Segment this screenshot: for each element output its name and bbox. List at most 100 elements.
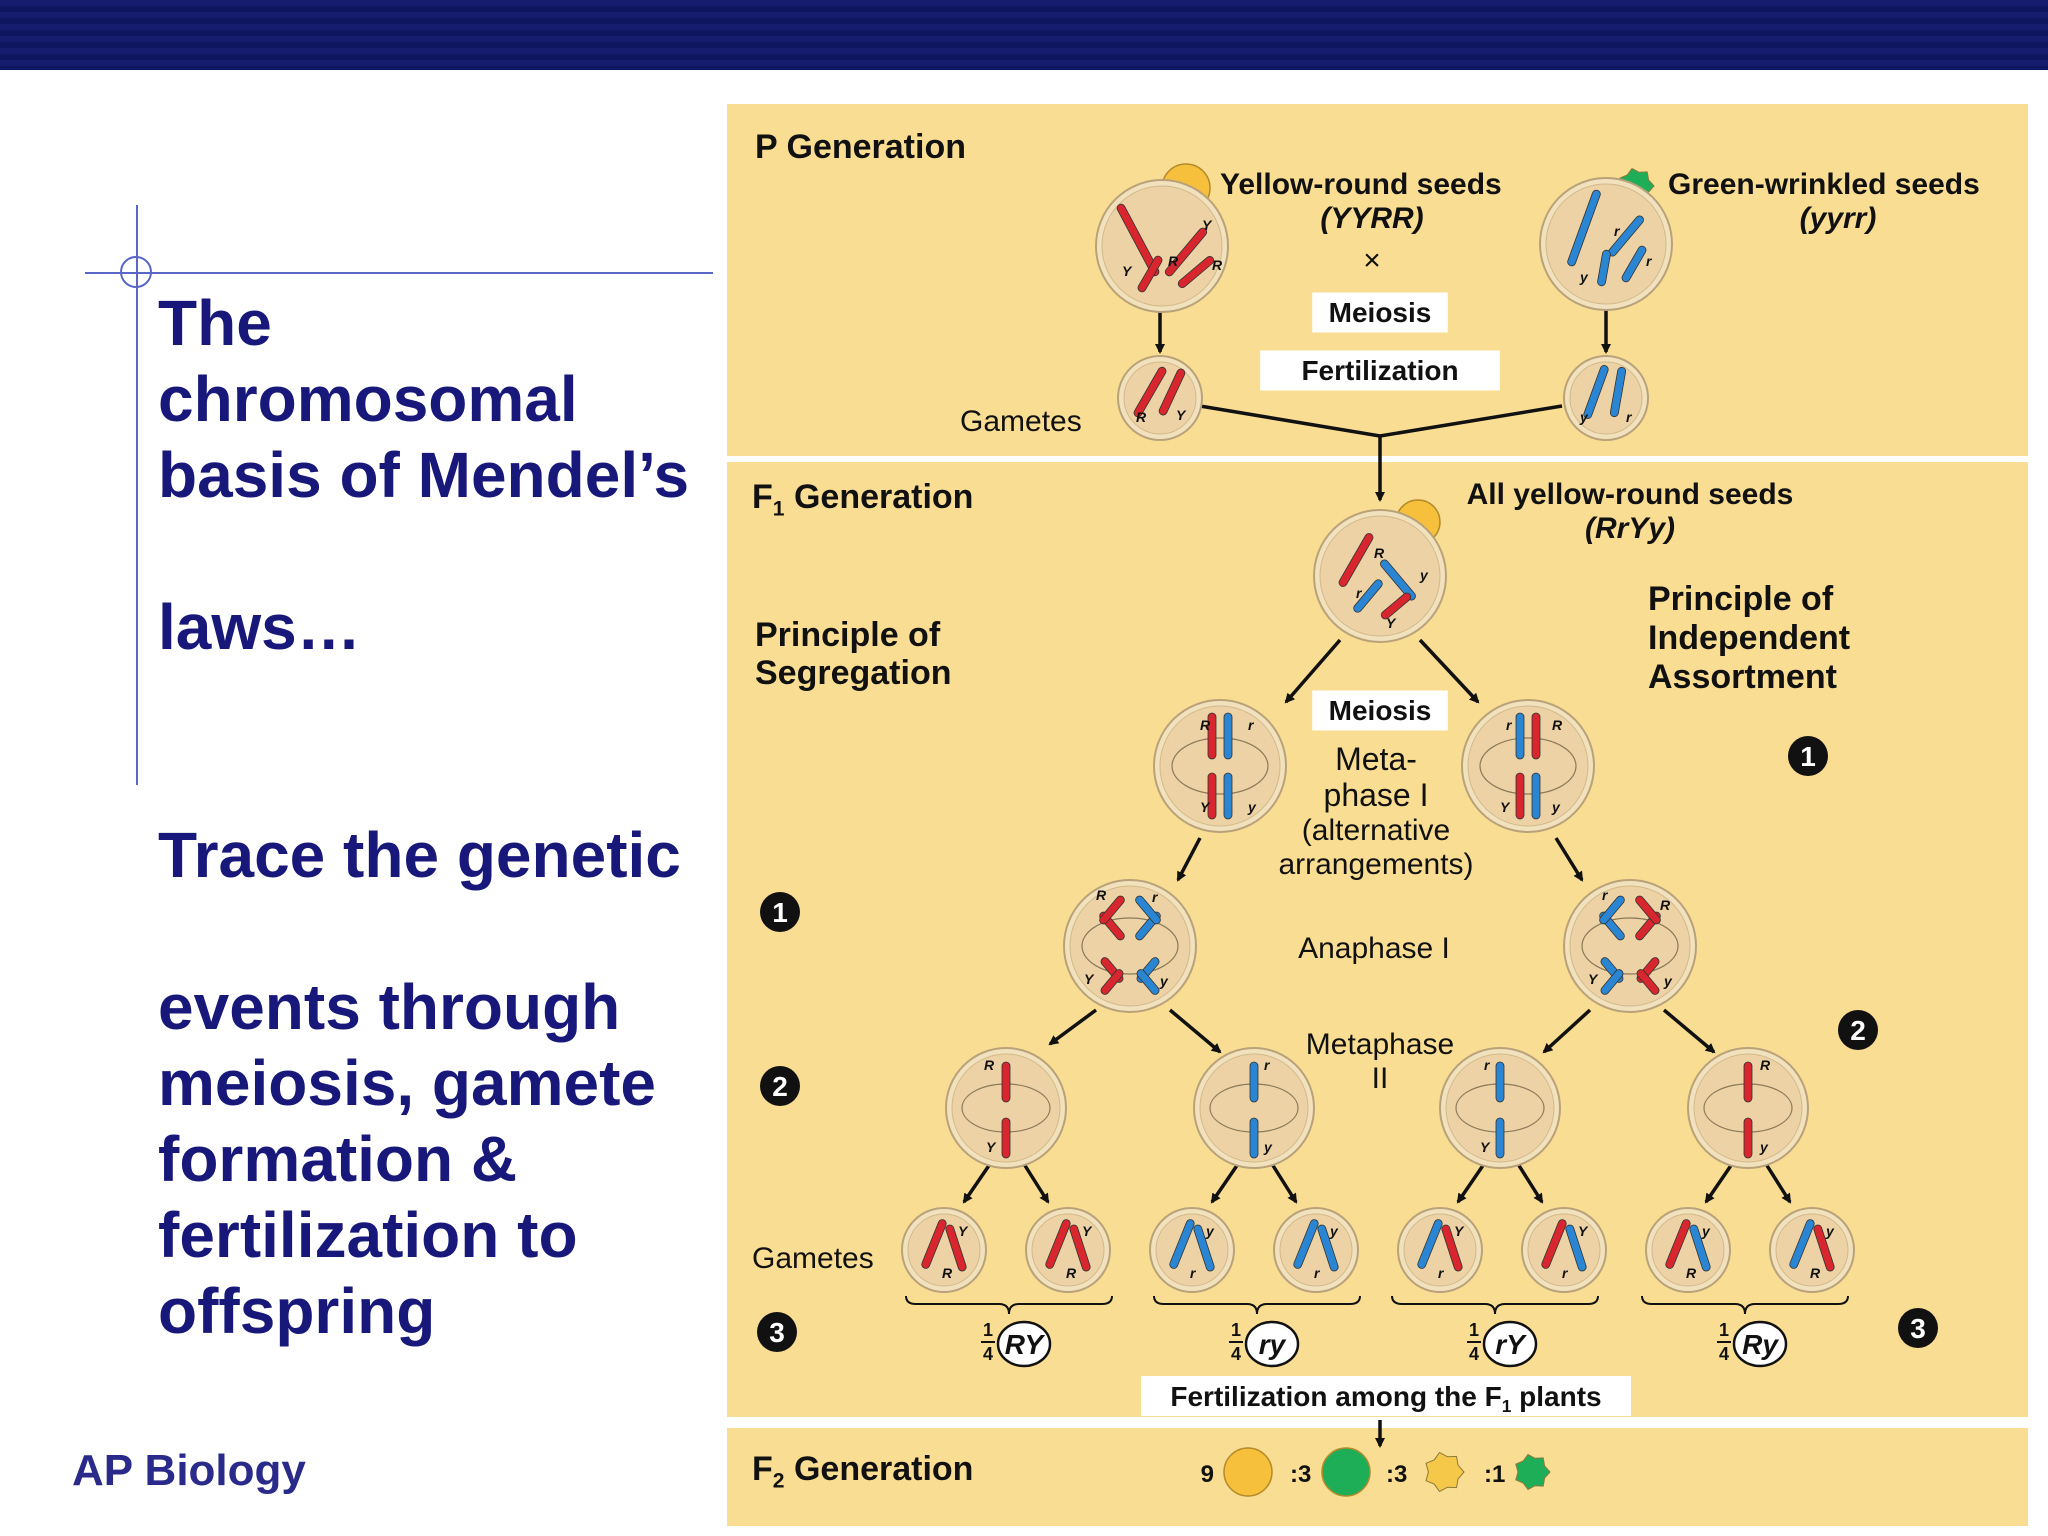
metaphase2-cell-nucleus <box>951 1053 1061 1163</box>
chromosome <box>1207 712 1217 760</box>
step-badge-icon <box>757 1312 797 1352</box>
arrow <box>1542 1008 1592 1054</box>
chromosome <box>1600 969 1624 995</box>
f1-generation-heading: F1 Generation <box>752 478 973 520</box>
p-generation-panel <box>727 104 2028 456</box>
step-number: 2 <box>772 1071 788 1102</box>
allele-label: y <box>1263 1139 1273 1155</box>
chromosome <box>1665 1219 1691 1269</box>
seed-icon <box>1425 1451 1465 1493</box>
allele-label: y <box>1159 973 1169 989</box>
arrow <box>962 1163 992 1204</box>
allele-label: y <box>1825 1223 1835 1239</box>
fertilization-f1-box <box>1141 1376 1631 1416</box>
gamete-type-label: Ry <box>1742 1329 1779 1360</box>
metaphase2-cell-nucleus <box>1199 1053 1309 1163</box>
f1-gametes-label: Gametes <box>752 1242 874 1275</box>
anaphase1-label: Anaphase I <box>1298 932 1450 965</box>
allele-label: r <box>1602 887 1609 903</box>
chromosome <box>1116 203 1160 277</box>
allele-label: y <box>1419 567 1429 583</box>
allele-label: r <box>1614 223 1621 239</box>
allele-label: r <box>1626 409 1633 425</box>
segregation-line: Segregation <box>755 654 951 692</box>
chromosome <box>921 1219 947 1269</box>
chromosome <box>1515 712 1525 760</box>
slide-title-line: chromosomal <box>158 363 578 435</box>
allele-label: Y <box>1200 799 1211 815</box>
metaphase2-label: Metaphase <box>1306 1028 1454 1061</box>
chromosome <box>1249 1061 1259 1103</box>
f2-ratio: :3 <box>1290 1461 1311 1488</box>
chromosome <box>1045 1219 1071 1269</box>
parent2-label: Green-wrinkled seeds <box>1668 168 1980 201</box>
allele-label: r <box>1264 1057 1271 1073</box>
footer-label: AP Biology <box>72 1446 306 1495</box>
segregation-line: Principle of <box>755 616 941 654</box>
anaphase1-cell-nucleus <box>1069 885 1191 1007</box>
allele-label: y <box>1759 1139 1769 1155</box>
gamete-type-label: ry <box>1259 1329 1287 1360</box>
allele-label: Y <box>1500 799 1511 815</box>
chromosome <box>1100 969 1124 995</box>
gamete-brace <box>1153 1295 1361 1315</box>
chromosome <box>1169 1219 1195 1269</box>
assortment-line: Principle of <box>1648 580 1834 618</box>
f1-all-label: All yellow-round seeds <box>1467 478 1794 511</box>
gamete-type-ring <box>1482 1320 1538 1368</box>
allele-label: R <box>1066 1265 1077 1281</box>
p-fertilization-label: Fertilization <box>1301 355 1458 386</box>
allele-label: Y <box>1588 971 1599 987</box>
arrow <box>1210 1163 1240 1204</box>
chromosome <box>1223 772 1233 820</box>
allele-label: R <box>1212 257 1223 273</box>
chromosome <box>1567 189 1601 267</box>
chromosome <box>1417 1219 1443 1269</box>
allele-label: r <box>1248 717 1255 733</box>
metaphase1-cell-nucleus <box>1467 705 1589 827</box>
step-badge-icon <box>760 892 800 932</box>
chromosome <box>1193 1224 1215 1272</box>
allele-label: R <box>1096 887 1107 903</box>
gamete-brace <box>1391 1295 1599 1315</box>
arrow <box>1048 1008 1098 1046</box>
f2-ratio: :3 <box>1386 1461 1407 1488</box>
arrow <box>1704 1163 1734 1204</box>
slide-body-line: meiosis, gamete <box>158 1047 656 1119</box>
chromosome <box>1583 365 1609 419</box>
chromosome <box>1158 368 1186 416</box>
chromosome <box>1599 895 1625 925</box>
chromosome <box>1133 366 1167 418</box>
slide-title-line: basis of Mendel’s <box>158 439 690 511</box>
chromosome <box>1635 895 1661 925</box>
allele-label: y <box>1579 409 1589 425</box>
chromosome <box>1531 772 1541 820</box>
fraction-numerator: 1 <box>1231 1320 1241 1340</box>
f1-meiosis-label: Meiosis <box>1329 695 1432 726</box>
metaphase1-label: (alternative <box>1302 814 1450 847</box>
allele-label: R <box>1374 545 1385 561</box>
chromosome <box>1001 1061 1011 1103</box>
metaphase2-cell-nucleus <box>1693 1053 1803 1163</box>
assortment-line: Assortment <box>1648 658 1837 696</box>
arrow <box>1516 1163 1544 1204</box>
fraction-numerator: 1 <box>983 1320 993 1340</box>
allele-label: r <box>1356 585 1363 601</box>
gamete-type-ring <box>1732 1320 1788 1368</box>
slide-text-block: The chromosomal basis of Mendel’s laws… … <box>158 285 728 1349</box>
f2-generation-heading: F2 Generation <box>752 1450 973 1492</box>
allele-label: Y <box>1202 217 1213 233</box>
chromosome <box>1353 579 1383 613</box>
allele-label: r <box>1506 717 1513 733</box>
arrow <box>1418 638 1480 704</box>
allele-label: R <box>1686 1265 1697 1281</box>
p-fertilization-label-box <box>1260 350 1500 391</box>
allele-label: y <box>1329 1223 1339 1239</box>
chromosome <box>1636 969 1660 995</box>
allele-label: R <box>1136 409 1147 425</box>
chromosome <box>1495 1061 1505 1103</box>
arrow <box>1168 1008 1222 1054</box>
step-badge-icon <box>1898 1308 1938 1348</box>
allele-label: Y <box>1454 1223 1465 1239</box>
allele-label: y <box>1579 269 1589 285</box>
